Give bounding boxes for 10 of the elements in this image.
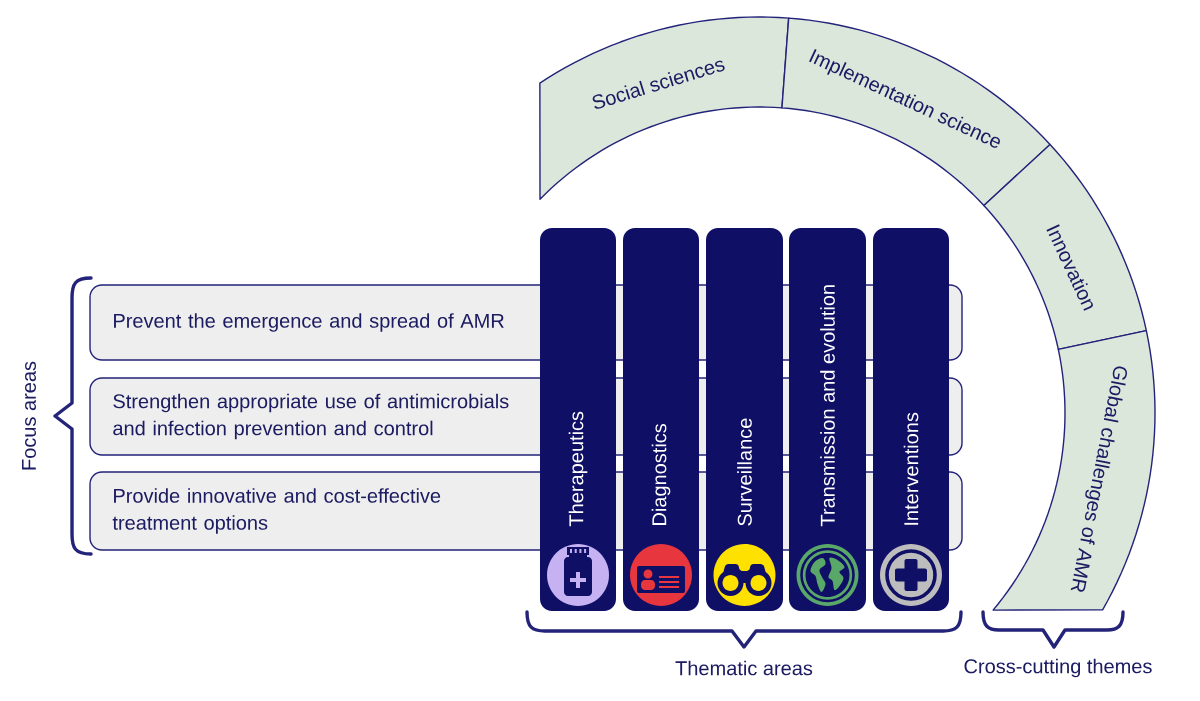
thematic-bar: Diagnostics xyxy=(623,228,699,611)
thematic-bar: Transmission and evolution xyxy=(789,228,866,611)
thematic-bar: Surveillance xyxy=(706,228,783,611)
thematic-bar: Therapeutics xyxy=(540,228,616,611)
theme-arc-segment: Global challenges of AMR xyxy=(992,329,1156,611)
group-label: Cross-cutting themes xyxy=(964,658,1152,678)
thematic-bar: Interventions xyxy=(873,228,949,611)
theme-arc-segment: Social sciences xyxy=(539,16,790,200)
group-label: Focus areas xyxy=(22,361,36,470)
group-label: Thematic areas xyxy=(675,660,813,676)
